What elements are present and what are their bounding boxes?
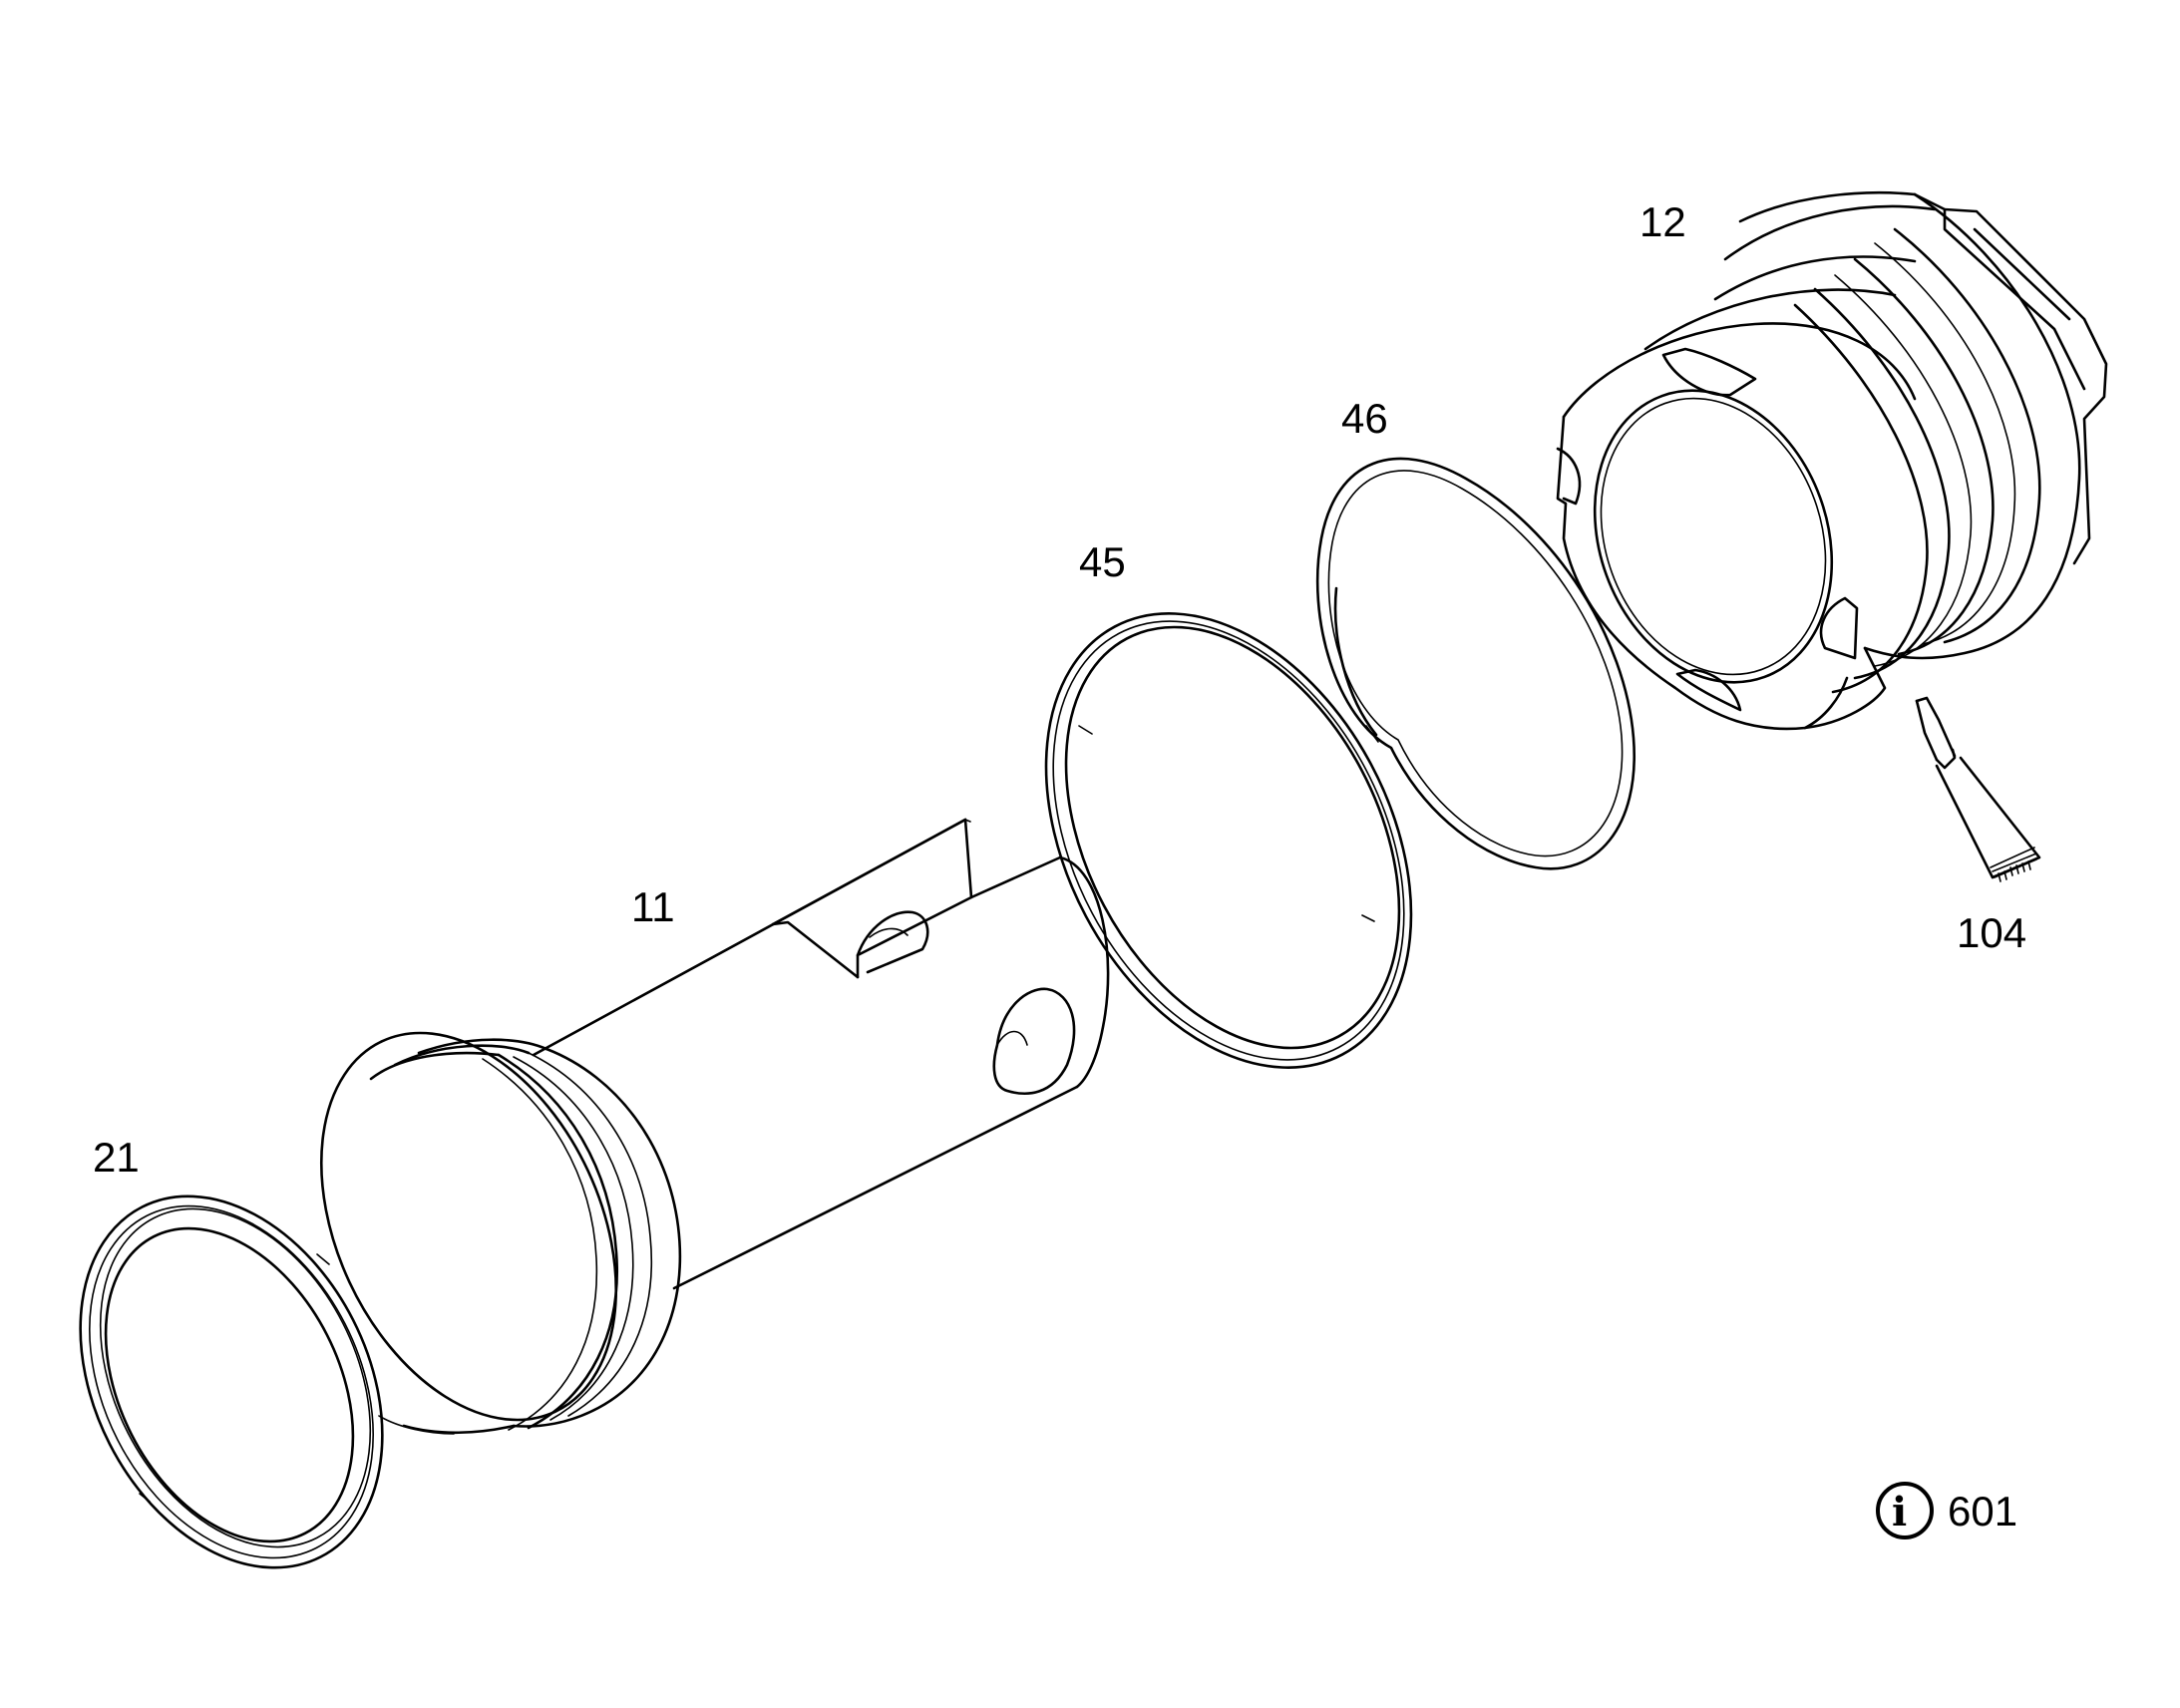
part-104-tube — [1915, 696, 2041, 882]
info-circle-icon — [1876, 1482, 1934, 1539]
info-reference[interactable]: i 601 — [1876, 1482, 2017, 1539]
callout-part-45: 45 — [1079, 538, 1126, 585]
part-12-head — [1556, 190, 2108, 731]
part-11-piston — [319, 818, 1110, 1435]
callout-part-21: 21 — [93, 1134, 140, 1181]
callout-part-46: 46 — [1341, 395, 1388, 442]
info-number: 601 — [1948, 1488, 2017, 1535]
callout-part-11: 11 — [631, 883, 675, 930]
callout-part-12: 12 — [1639, 198, 1686, 245]
callout-part-104: 104 — [1957, 909, 2026, 956]
part-45-ring — [1044, 612, 1413, 1069]
part-21-ring — [79, 1195, 384, 1569]
part-46-ring — [1315, 457, 1636, 870]
info-letter: i — [1892, 1489, 1907, 1536]
